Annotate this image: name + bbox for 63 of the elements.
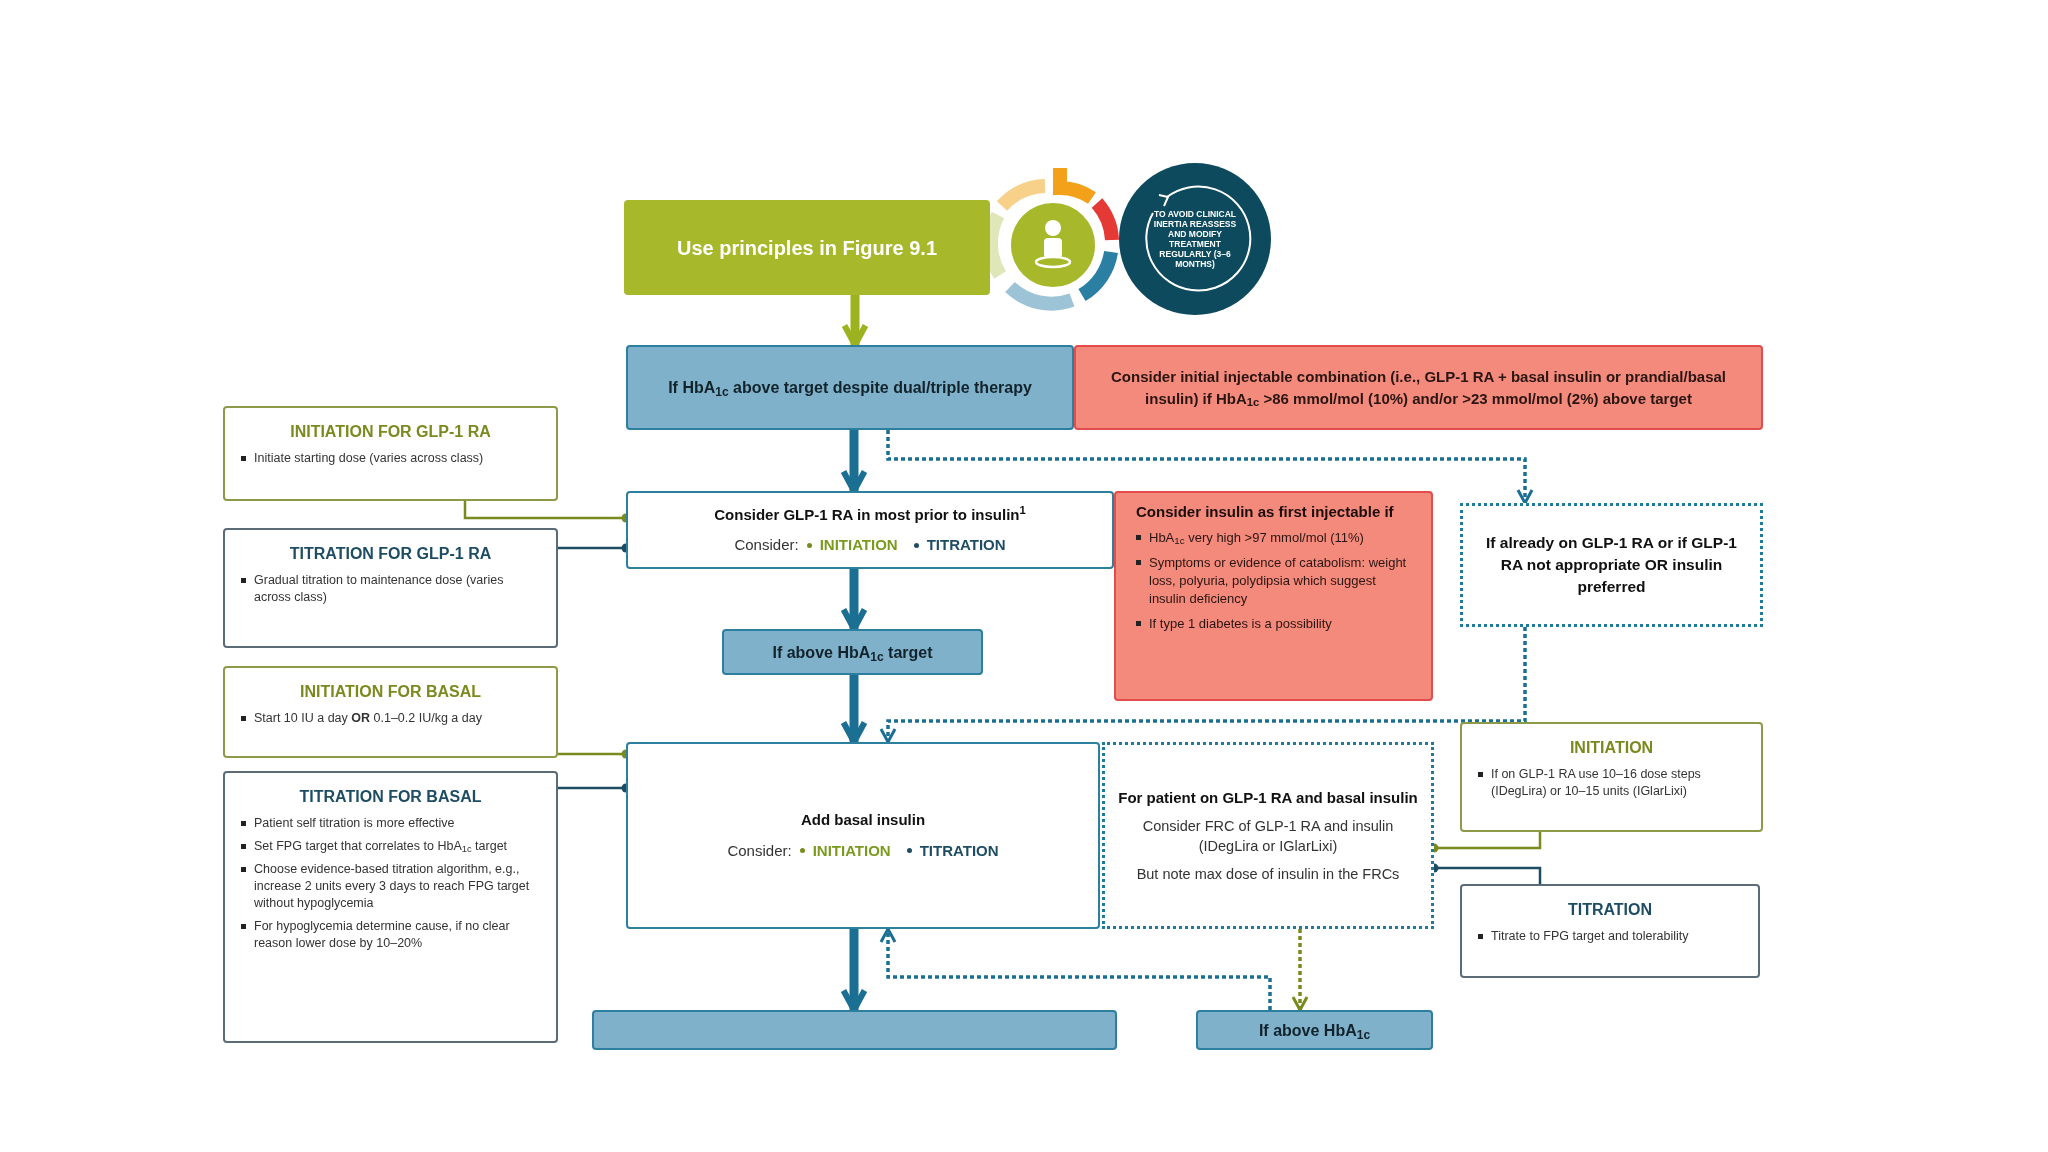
bullet-text: Choose evidence-based titration algorithm, e.g., increase 2 units every 3 days to reach FPG target without hypoglycemia: [254, 861, 531, 912]
arrow: [840, 430, 868, 494]
alert-box: [1114, 491, 1433, 701]
info-box: [223, 528, 558, 648]
box-text: If above HbA$_{1c}$: [1258, 1020, 1371, 1041]
box-heading: INITIATION: [1568, 738, 1655, 758]
bullet-text: Initiate starting dose (varies across class): [254, 450, 484, 467]
initiation-label: INITIATION: [812, 840, 891, 861]
bullet-text: If type 1 diabetes is a possibility: [1149, 615, 1332, 633]
bullet-text: Patient self titration is more effective: [254, 815, 455, 832]
box-heading: For patient on GLP-1 RA and basal insulin: [1118, 788, 1418, 808]
condition-box: [1102, 742, 1434, 929]
bullet-text: Gradual titration to maintenance dose (varies across class): [254, 572, 505, 606]
box-heading: Add basal insulin: [800, 810, 926, 830]
info-box: [1460, 722, 1763, 832]
box-text: Consider:: [727, 840, 792, 861]
box-text: But note max dose of insulin in the FRCs: [1136, 865, 1400, 884]
titration-label: TITRATION: [926, 535, 1006, 555]
process-box: [626, 491, 1114, 569]
box-text: Use principles in Figure 9.1: [676, 235, 938, 261]
bullet-text: Start 10 IU a day OR 0.1–0.2 IU/kg a day: [254, 710, 482, 727]
initiation-label: INITIATION: [819, 535, 898, 555]
badge-text: TO AVOID CLINICAL INERTIA REASSESS AND MODIFY TREATMENT REGULARLY (3–6 MONTHS): [1153, 209, 1237, 269]
box-text: Consider FRC of GLP-1 RA and insulin (IDegLira or IGlarLixi): [1141, 817, 1395, 856]
arrow: [879, 627, 1527, 744]
box-heading: Consider insulin as first injectable if: [1136, 502, 1395, 522]
bullet-text: If on GLP-1 RA use 10–16 dose steps (IDegLira) or 10–15 units (IGlarLixi): [1491, 766, 1702, 800]
info-box: [223, 666, 558, 758]
arrow: [1291, 929, 1309, 1012]
bullet-text: For hypoglycemia determine cause, if no clear reason lower dose by 10–20%: [254, 918, 511, 952]
info-box: [223, 771, 558, 1043]
process-box: [624, 200, 990, 295]
box-heading: TITRATION FOR GLP-1 RA: [288, 544, 493, 564]
box-text: Consider:: [734, 535, 799, 555]
info-box: [223, 406, 558, 501]
box-heading: TITRATION: [1566, 900, 1654, 920]
box-heading: INITIATION FOR GLP-1 RA: [289, 422, 492, 442]
process-box: [1196, 1010, 1433, 1050]
process-box: [626, 345, 1074, 430]
arrow: [840, 675, 868, 745]
condition-box: [1460, 503, 1763, 627]
bullet-text: Symptoms or evidence of catabolism: weight loss, polyuria, polydipsia which suggest insulin deficiency: [1149, 554, 1408, 608]
process-box: [626, 742, 1100, 929]
box-heading: TITRATION FOR BASAL: [298, 787, 483, 807]
arrow: [879, 927, 1272, 1010]
arrow: [840, 929, 868, 1013]
bullet-text: Titrate to FPG target and tolerability: [1491, 928, 1689, 945]
bullet-text: Set FPG target that correlates to HbA$_{1c}$ target: [254, 838, 508, 855]
box-heading: Consider GLP-1 RA in most prior to insulin$^{1}$: [714, 503, 1026, 525]
bullet-text: HbA$_{1c}$ very high >97 mmol/mol (11%): [1149, 529, 1364, 547]
arrow: [886, 430, 1534, 505]
info-box: [1460, 884, 1760, 978]
arrow: [841, 295, 869, 348]
process-box: [592, 1010, 1117, 1050]
alert-box: [1074, 345, 1763, 430]
box-text: If already on GLP-1 RA or if GLP-1 RA not appropriate OR insulin preferred: [1485, 533, 1738, 597]
box-heading: INITIATION FOR BASAL: [299, 682, 482, 702]
box-text: If HbA$_{1c}$ above target despite dual/triple therapy: [668, 378, 1032, 398]
box-text: Consider initial injectable combination (i.e., GLP-1 RA + basal insulin or prandial/basal insulin) if HbA$_{1c}$ >86 mmol/mol (10%) and/or >23 mmol/mol (2%) above target: [1110, 366, 1727, 410]
process-box: [722, 629, 983, 675]
titration-label: TITRATION: [919, 840, 999, 861]
box-text: If above HbA$_{1c}$ target: [772, 642, 933, 663]
arrow: [840, 569, 868, 632]
